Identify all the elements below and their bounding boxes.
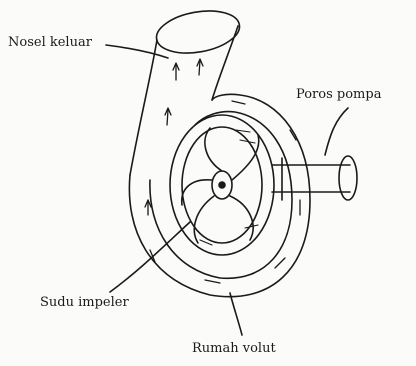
label-outlet-nozzle: Nosel keluar xyxy=(8,36,92,49)
label-volute-casing: Rumah volut xyxy=(192,342,276,355)
leader-volute-casing xyxy=(230,293,242,335)
impeller xyxy=(170,115,274,255)
pump-shaft xyxy=(272,156,357,200)
label-pump-shaft: Poros pompa xyxy=(296,88,381,101)
label-impeller-blade: Sudu impeler xyxy=(40,296,129,309)
leader-pump-shaft xyxy=(325,108,348,155)
leader-outlet-nozzle xyxy=(106,45,168,58)
volute-casing xyxy=(129,94,310,296)
outlet-nozzle xyxy=(130,5,243,175)
